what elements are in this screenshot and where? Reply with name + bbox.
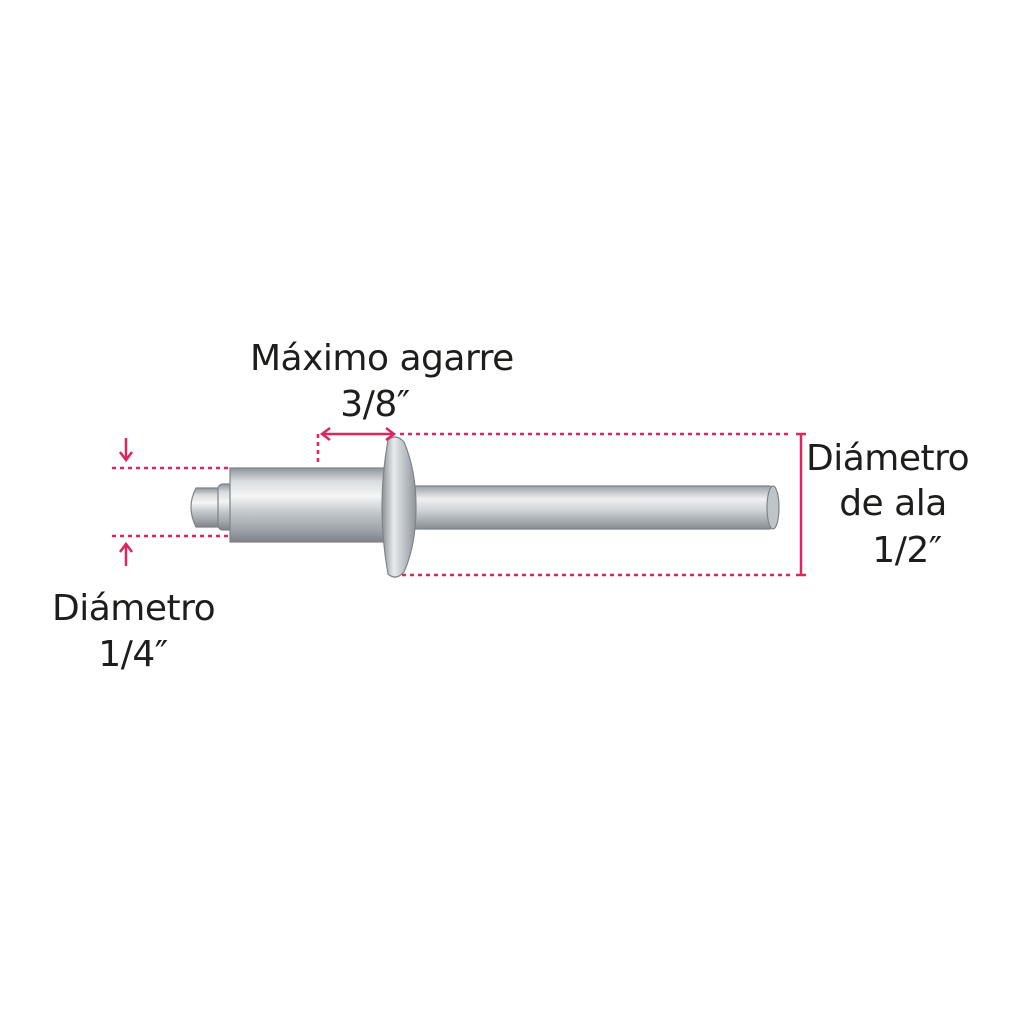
- grip-range-guides: [316, 427, 397, 466]
- rivet-mandrel: [404, 485, 780, 530]
- rivet-body: [190, 467, 399, 543]
- grip-title-label: Máximo agarre: [250, 338, 514, 379]
- body-diameter-label: Diámetro: [52, 588, 216, 629]
- grip-value-label: 3/8″: [340, 384, 410, 425]
- flange-diameter-label-line1: Diámetro: [806, 438, 970, 479]
- flange-diameter-guides: [400, 432, 806, 577]
- flange-diameter-label-line2: de ala: [839, 483, 947, 524]
- flange-diameter-value: 1/2″: [872, 530, 942, 571]
- rivet-flange: [381, 436, 417, 578]
- body-diameter-guides: [112, 438, 230, 566]
- body-diameter-value: 1/4″: [98, 634, 168, 675]
